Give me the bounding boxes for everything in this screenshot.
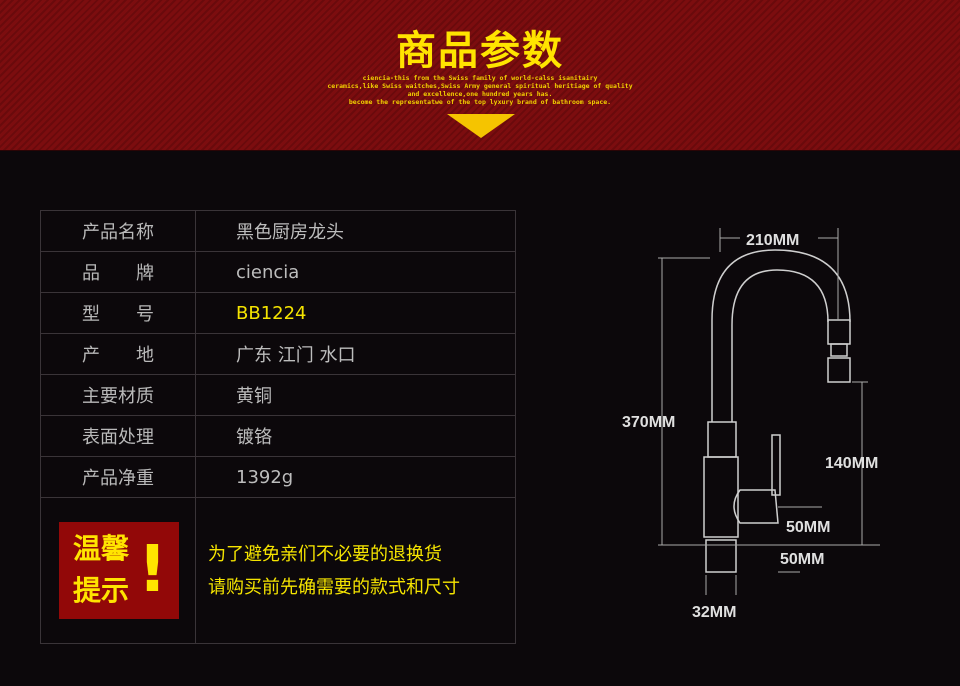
table-row: 表面处理镀铬 xyxy=(40,415,516,457)
spec-value: 1392g xyxy=(195,456,516,498)
spec-value: 黑色厨房龙头 xyxy=(195,210,516,252)
exclamation-icon: ! xyxy=(137,533,167,607)
tip-badge-cell: 温馨提示 ! xyxy=(40,497,196,644)
subtitle-line: and excellence,one hundred years has. xyxy=(407,90,553,98)
spec-label: 产品名称 xyxy=(40,210,196,252)
page-title: 商品参数 xyxy=(396,28,564,74)
spec-label: 产 地 xyxy=(40,333,196,375)
tip-badge: 温馨提示 ! xyxy=(59,522,179,619)
spec-label: 表面处理 xyxy=(40,415,196,457)
spec-value: BB1224 xyxy=(195,292,516,334)
subtitle-line: ceramics,like Swiss waitches,Swiss Army … xyxy=(327,82,633,90)
down-arrow-icon xyxy=(447,114,515,138)
spec-label: 型 号 xyxy=(40,292,196,334)
header-subtitle: ciencia-this from the Swiss family of wo… xyxy=(0,74,960,106)
subtitle-line: become the representatwe of the top lyxu… xyxy=(348,98,612,106)
tip-line: 请购买前先确需要的款式和尺寸 xyxy=(208,576,460,598)
spec-label: 主要材质 xyxy=(40,374,196,416)
faucet-outline-icon xyxy=(703,249,851,573)
tip-badge-text: 温馨提示 xyxy=(73,528,143,612)
spout-height-dimension: 140MM xyxy=(825,455,878,472)
spec-value: ciencia xyxy=(195,251,516,293)
spec-value: 黄铜 xyxy=(195,374,516,416)
diameter-dimension: 32MM xyxy=(692,604,736,621)
height-dimension: 370MM xyxy=(622,414,675,431)
dimension-lines xyxy=(658,228,880,595)
table-row: 产品名称黑色厨房龙头 xyxy=(40,210,516,252)
base-dimension: 50MM xyxy=(780,551,824,568)
tip-badge-line: 温馨 xyxy=(73,532,130,565)
table-row: 产 地广东 江门 水口 xyxy=(40,333,516,375)
tip-text: 为了避免亲们不必要的退换货 请购买前先确需要的款式和尺寸 xyxy=(195,497,516,644)
tip-badge-line: 提示 xyxy=(73,574,130,607)
handle-dimension: 50MM xyxy=(786,519,830,536)
spec-label: 品 牌 xyxy=(40,251,196,293)
tip-row: 温馨提示 ! 为了避免亲们不必要的退换货 请购买前先确需要的款式和尺寸 xyxy=(40,497,516,644)
spec-value: 镀铬 xyxy=(195,415,516,457)
table-row: 主要材质黄铜 xyxy=(40,374,516,416)
header-banner: 商品参数 ciencia-this from the Swiss family … xyxy=(0,0,960,151)
faucet-dimension-diagram: 210MM 370MM 140MM 50MM 50MM 32MM xyxy=(622,228,880,621)
spec-label: 产品净重 xyxy=(40,456,196,498)
width-dimension: 210MM xyxy=(746,232,799,249)
subtitle-line: ciencia-this from the Swiss family of wo… xyxy=(362,74,598,82)
tip-line: 为了避免亲们不必要的退换货 xyxy=(208,543,442,565)
spec-value: 广东 江门 水口 xyxy=(195,333,516,375)
